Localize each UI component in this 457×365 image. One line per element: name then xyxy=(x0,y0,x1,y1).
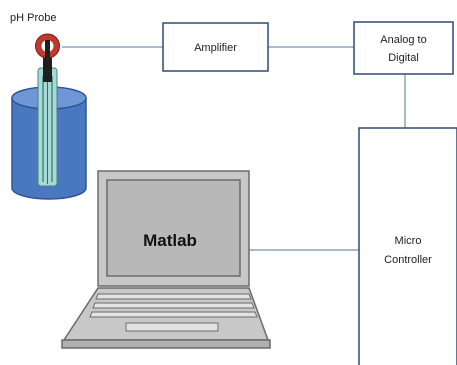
amplifier-label: Amplifier xyxy=(194,42,237,54)
laptop-screen xyxy=(106,179,241,277)
laptop-front-edge xyxy=(61,339,271,349)
adc-label-line1: Analog to xyxy=(380,34,426,46)
microcontroller-block: Micro Controller xyxy=(358,127,457,365)
probe-connector xyxy=(45,40,50,58)
adc-label-line2: Digital xyxy=(388,52,419,64)
laptop-trackpad xyxy=(125,322,219,332)
laptop-keyboard xyxy=(89,293,258,318)
laptop-screen-label: Matlab xyxy=(143,231,197,250)
microcontroller-box xyxy=(358,127,457,365)
laptop: Matlab xyxy=(61,170,271,349)
amplifier-box xyxy=(162,22,269,72)
amplifier-block: Amplifier xyxy=(162,22,269,72)
microcontroller-label-line1: Micro xyxy=(395,235,422,247)
adc-box xyxy=(353,21,454,75)
keyboard-row xyxy=(95,293,252,300)
probe-label: pH Probe xyxy=(10,12,56,24)
probe-sleeve xyxy=(43,54,52,82)
microcontroller-label-line2: Controller xyxy=(384,254,432,266)
keyboard-row xyxy=(89,311,258,318)
adc-block: Analog to Digital xyxy=(353,21,454,75)
connections xyxy=(62,46,406,251)
ph-probe-assembly: pH Probe xyxy=(10,12,87,200)
keyboard-row xyxy=(92,302,255,309)
